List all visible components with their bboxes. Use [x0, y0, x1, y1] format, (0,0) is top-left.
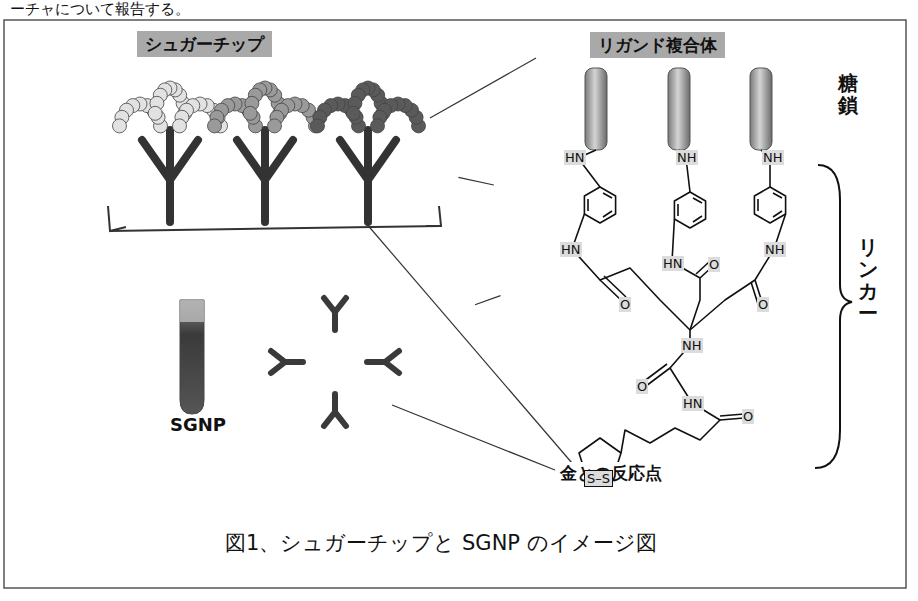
zoom-connector	[475, 296, 501, 305]
sugar-unit	[208, 119, 222, 133]
sugar-unit	[371, 119, 385, 133]
node-outline	[45, 25, 475, 245]
sugar-unit	[268, 119, 282, 133]
region-ellipse: リガンド複合体	[490, 12, 890, 442]
node-label: SGNP	[170, 414, 226, 435]
sugar-unit	[346, 106, 360, 120]
atom-label: HN	[564, 150, 586, 165]
node-outline	[490, 12, 890, 442]
atom-label: NH	[762, 150, 784, 165]
disulfide-label: S–S	[584, 470, 613, 487]
atom-label: O	[708, 257, 720, 272]
atom-label: O	[742, 409, 754, 424]
leader-lines	[365, 58, 578, 470]
tree-trunk	[142, 130, 198, 222]
atom-label: O	[636, 379, 648, 394]
atom-label: HN	[682, 396, 704, 411]
linker-bracket	[815, 165, 852, 468]
sugar-unit	[311, 119, 325, 133]
chip-base	[108, 206, 441, 231]
sugar-unit	[148, 106, 162, 120]
label-text: リンカー	[858, 236, 878, 324]
atom-label: NH	[676, 150, 698, 165]
region-heading: シュガーチップ	[137, 31, 272, 57]
region-heading: リガンド複合体	[590, 32, 725, 58]
atom-label: NH	[764, 242, 786, 257]
glycan-trees	[113, 81, 426, 222]
region-ellipse: シュガーチップ	[45, 25, 475, 245]
sugar-unit	[173, 119, 187, 133]
sugar-unit	[243, 106, 257, 120]
tree-trunk	[340, 130, 396, 222]
ligand-symbols	[271, 298, 399, 426]
atom-label: O	[757, 297, 769, 312]
atom-label: HN	[662, 256, 684, 271]
cut-text: ーチャについて報告する。	[10, 0, 190, 18]
sugar-rods	[585, 68, 772, 150]
label-text: 糖鎖	[838, 72, 858, 116]
chemical-structure	[572, 150, 786, 478]
sugar-unit	[113, 119, 127, 133]
tree-trunk	[237, 130, 293, 222]
particle-box: SGNP	[148, 280, 475, 448]
figure-caption: 図1、シュガーチップと SGNP のイメージ図	[225, 530, 657, 556]
zoom-connector	[458, 177, 493, 185]
test-tube	[180, 300, 204, 414]
atom-label: O	[619, 297, 631, 312]
atom-label: NH	[681, 338, 703, 353]
atom-label: HN	[560, 242, 582, 257]
frame	[4, 20, 906, 588]
